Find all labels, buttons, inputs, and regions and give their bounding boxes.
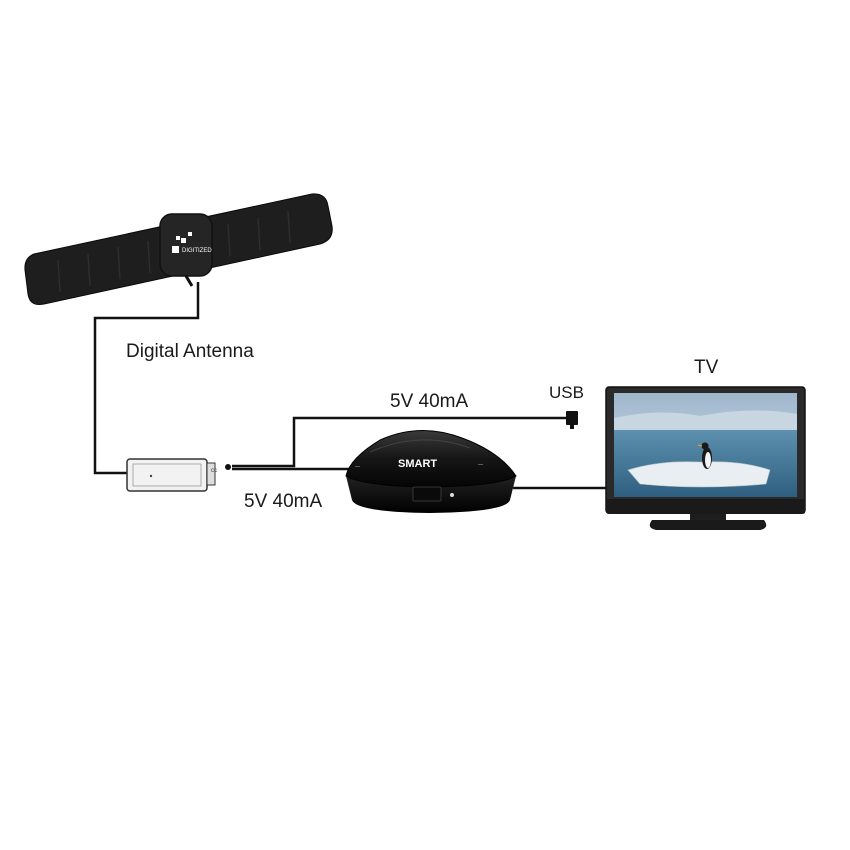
usb-power-cable — [232, 416, 566, 468]
receiver-icon: SMART — — — [345, 430, 517, 513]
receiver-brand-logo: SMART — [398, 458, 437, 470]
antenna-label: Digital Antenna — [126, 341, 254, 362]
penguin-icon — [697, 442, 712, 469]
antenna-icon: DIGITIZED — [24, 193, 333, 305]
tv-label: TV — [694, 357, 719, 378]
signal-amplifier-icon: cc — [126, 458, 231, 492]
usb-power-rating-label: 5V 40mA — [390, 391, 469, 412]
svg-text:cc: cc — [211, 468, 217, 474]
amplifier-power-rating-label: 5V 40mA — [244, 491, 323, 512]
antenna-cable — [93, 282, 200, 475]
usb-plug-icon — [566, 411, 578, 429]
antenna-brand-logo: DIGITIZED — [172, 232, 212, 254]
svg-text:—: — — [478, 462, 483, 468]
cables — [93, 282, 608, 490]
svg-text:—: — — [355, 464, 360, 470]
svg-text:SMART: SMART — [398, 458, 437, 470]
tv-icon — [605, 386, 806, 530]
usb-label: USB — [549, 383, 584, 402]
svg-text:DIGITIZED: DIGITIZED — [182, 248, 212, 254]
